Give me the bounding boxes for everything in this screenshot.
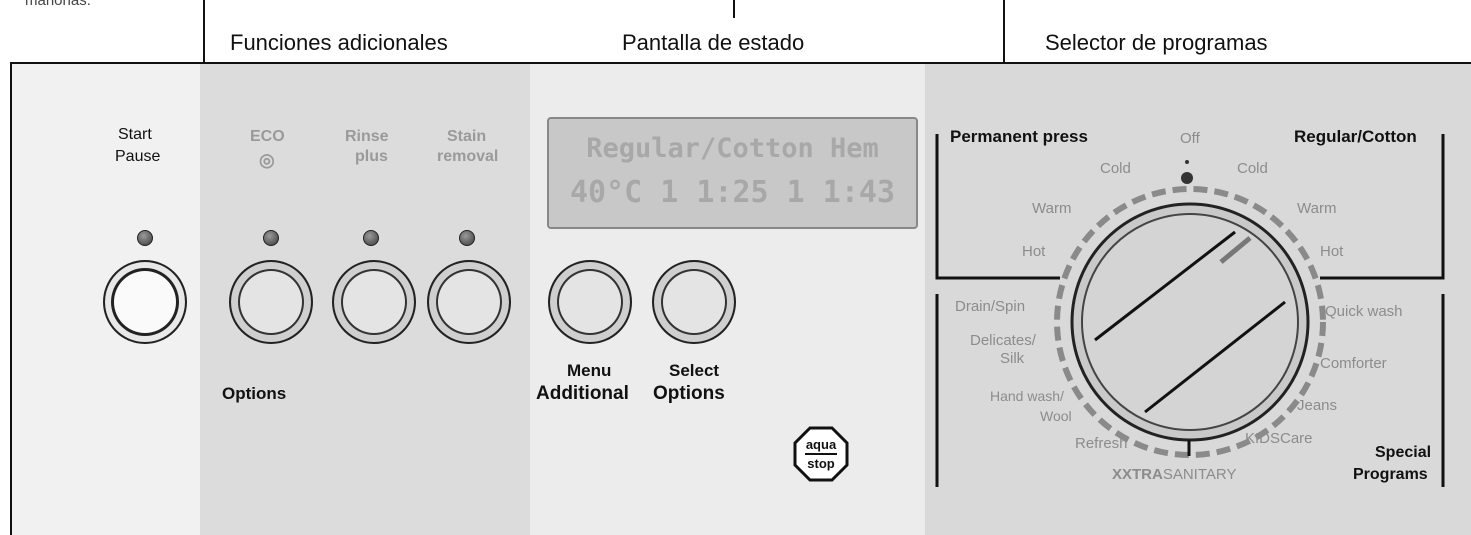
stain-led	[459, 230, 475, 246]
options-group-label: Options	[222, 384, 287, 403]
jeans-label: Jeans	[1297, 397, 1338, 414]
sanitary-suffix: SANITARY	[1162, 466, 1237, 483]
header-options: Funciones adicionales	[230, 30, 448, 55]
eco-led	[263, 230, 279, 246]
eco-icon: ◎	[259, 150, 275, 170]
hand-wash-label-2: Wool	[1040, 408, 1072, 424]
pause-label: Pause	[115, 148, 161, 165]
rinse-label-1: Rinse	[345, 128, 389, 145]
program-dial-graphic	[935, 134, 1445, 487]
leader-line-display	[733, 0, 735, 18]
stain-removal-button[interactable]	[427, 260, 511, 344]
select-label: Select	[669, 361, 720, 380]
aqua-stop-logo: aqua stop	[793, 426, 849, 482]
status-display: Regular/Cotton Hem 40°C 1 1:25 1 1:43	[547, 117, 918, 229]
hot-left-label: Hot	[1022, 243, 1046, 260]
sanitary-label: XXTRASANITARY	[1112, 466, 1236, 483]
select-button[interactable]	[652, 260, 736, 344]
aqua-text: aqua	[806, 437, 837, 452]
special-label-1: Special	[1375, 444, 1432, 461]
rinse-label-2: plus	[355, 148, 388, 165]
delicates-label-2: Silk	[1000, 350, 1025, 367]
refresh-label: Refresh	[1075, 435, 1128, 452]
eco-label: ECO	[250, 128, 285, 145]
stain-label-2: removal	[437, 148, 499, 165]
permanent-press-label: Permanent press	[950, 127, 1088, 146]
comforter-label: Comforter	[1320, 355, 1387, 372]
header-selector: Selector de programas	[1045, 30, 1268, 55]
top-caption: manonas.	[25, 0, 91, 9]
quick-wash-label: Quick wash	[1325, 303, 1403, 320]
header-display: Pantalla de estado	[622, 30, 805, 55]
special-label-2: Programs	[1353, 466, 1428, 483]
rinse-plus-button[interactable]	[332, 260, 416, 344]
menu-label: Menu	[567, 361, 612, 380]
warm-right-label: Warm	[1297, 200, 1337, 217]
off-label: Off	[1180, 130, 1200, 147]
cold-right-label: Cold	[1237, 160, 1268, 177]
lcd-line-2: 40°C 1 1:25 1 1:43	[569, 175, 896, 210]
start-label: Start	[118, 126, 152, 143]
cold-left-label: Cold	[1100, 160, 1131, 177]
start-pause-button[interactable]	[103, 260, 187, 344]
stop-text: stop	[807, 456, 835, 471]
start-led	[137, 230, 153, 246]
hand-wash-label-1: Hand wash/	[990, 388, 1064, 404]
menu-button[interactable]	[548, 260, 632, 344]
rinse-led	[363, 230, 379, 246]
additional-label: Additional	[536, 383, 629, 404]
options-label: Options	[653, 383, 725, 404]
lcd-line-1: Regular/Cotton Hem	[586, 133, 879, 164]
sanitary-prefix: XXTRA	[1112, 466, 1163, 483]
delicates-label-1: Delicates/	[970, 332, 1036, 349]
stain-label-1: Stain	[447, 128, 487, 145]
drain-spin-label: Drain/Spin	[955, 298, 1026, 315]
warm-left-label: Warm	[1032, 200, 1072, 217]
kidscare-label: KIDSCare	[1245, 430, 1313, 447]
hot-right-label: Hot	[1320, 243, 1344, 260]
regular-cotton-label: Regular/Cotton	[1294, 127, 1417, 146]
eco-button[interactable]	[229, 260, 313, 344]
